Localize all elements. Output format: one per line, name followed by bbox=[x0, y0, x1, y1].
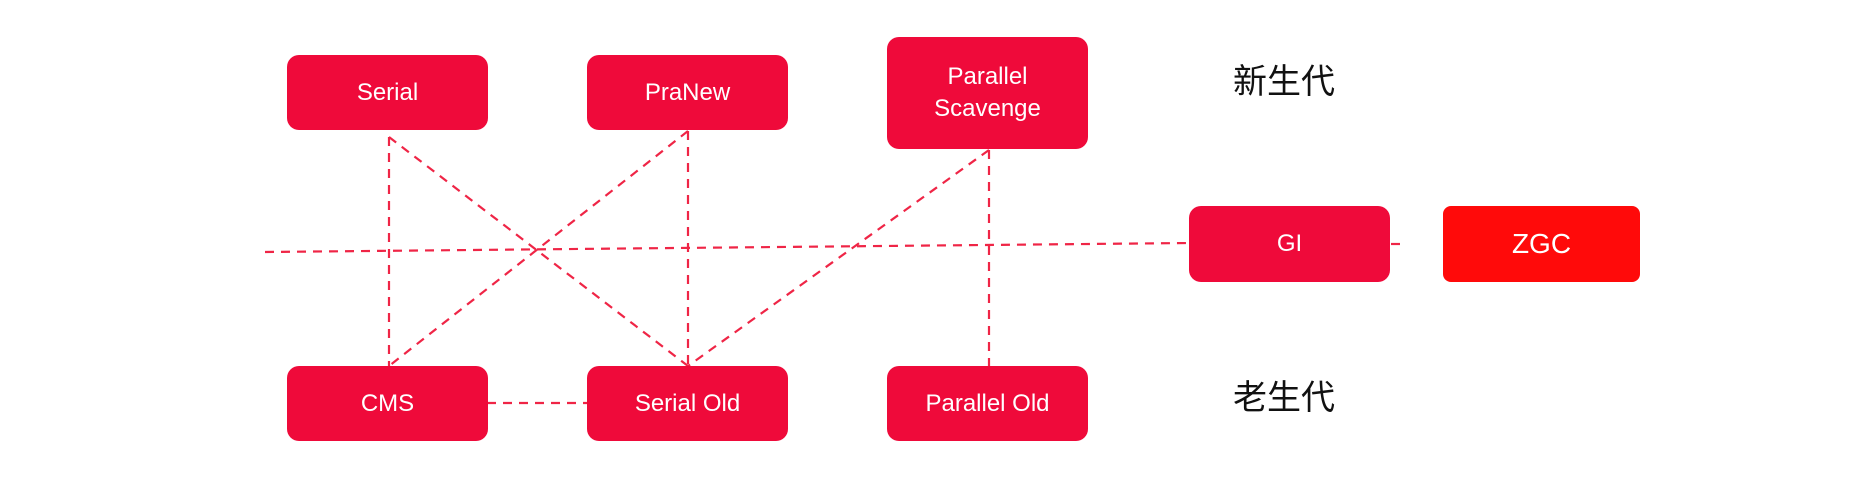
node-parallel-old-label: Parallel Old bbox=[925, 389, 1050, 417]
node-serial: Serial bbox=[287, 55, 488, 130]
node-serial-old: Serial Old bbox=[587, 366, 788, 441]
node-pranew: PraNew bbox=[587, 55, 788, 130]
node-serial-old-label: Serial Old bbox=[634, 389, 741, 417]
node-zgc: ZGC bbox=[1443, 206, 1640, 282]
node-g1: GI bbox=[1189, 206, 1390, 282]
node-parallel-old: Parallel Old bbox=[887, 366, 1088, 441]
link-g1-horizontal bbox=[264, 241, 1191, 254]
node-g1-label: GI bbox=[1276, 230, 1303, 257]
node-parallel-scavenge: Parallel Scavenge bbox=[887, 37, 1088, 149]
old-gen-label: 老生代 bbox=[1233, 378, 1335, 418]
node-zgc-label: ZGC bbox=[1511, 228, 1572, 259]
node-cms: CMS bbox=[287, 366, 488, 441]
node-parallel-scavenge-label: Parallel Scavenge bbox=[934, 63, 1041, 122]
node-serial-label: Serial bbox=[356, 78, 419, 106]
link-parallel-scavenge-serial-old bbox=[687, 149, 990, 367]
node-cms-label: CMS bbox=[360, 389, 415, 417]
node-pranew-label: PraNew bbox=[644, 78, 731, 106]
young-gen-label: 新生代 bbox=[1233, 62, 1335, 102]
